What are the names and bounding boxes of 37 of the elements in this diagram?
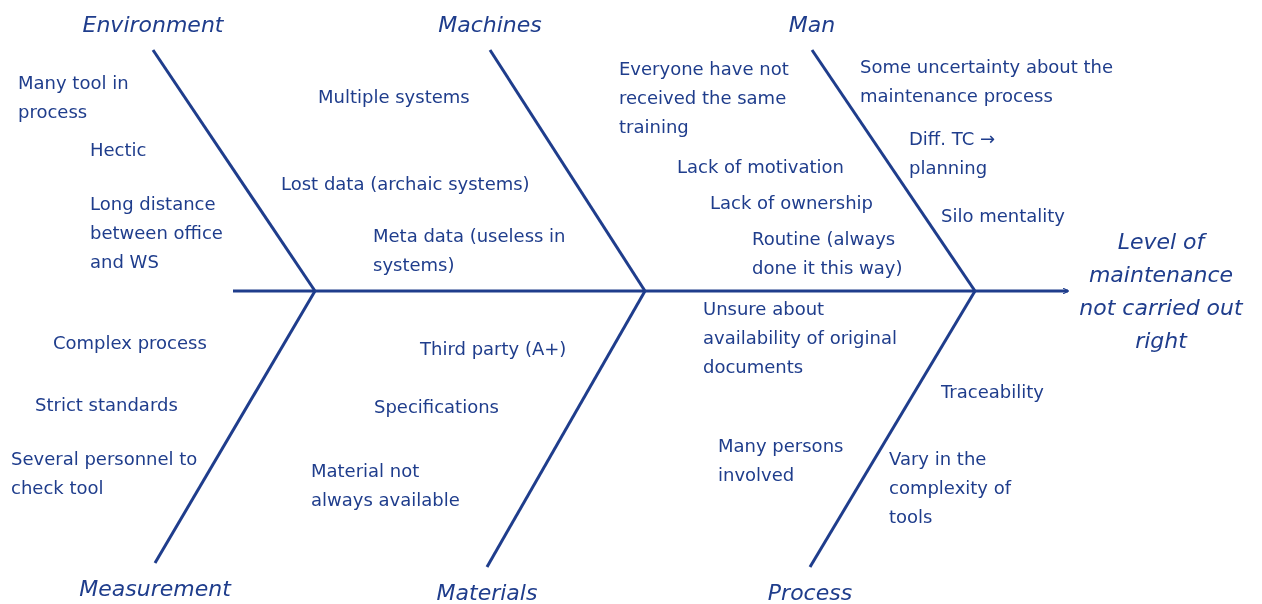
- cause-text: Routine (always done it this way): [752, 227, 904, 280]
- cause-text: Meta data (useless in systems): [373, 224, 567, 277]
- cause-text: Third party (A+): [420, 337, 568, 361]
- cause-text: Traceability: [941, 380, 1045, 404]
- bone-line: [488, 49, 647, 292]
- cause-text: Lack of ownership: [710, 191, 874, 215]
- bone-line: [485, 290, 647, 568]
- spine-arrow: [233, 287, 1070, 295]
- cause-text: Lack of motivation: [677, 155, 845, 179]
- cause-text: Material not always available: [311, 459, 461, 512]
- bone-line: [810, 49, 977, 292]
- cause-text: Several personnel to check tool: [11, 447, 199, 500]
- cause-text: Many tool in process: [18, 71, 130, 124]
- category-label: Environment: [73, 8, 233, 41]
- cause-text: Specifications: [374, 395, 500, 419]
- cause-text: Hectic: [90, 138, 148, 162]
- cause-text: Strict standards: [35, 393, 179, 417]
- category-label: Measurement: [65, 572, 245, 604]
- bone-line: [153, 290, 317, 564]
- cause-text: Many persons involved: [718, 434, 845, 487]
- category-label: Materials: [407, 576, 567, 604]
- category-label: Process: [738, 576, 882, 604]
- category-label: Man: [772, 8, 852, 41]
- cause-text: Diff. TC → planning: [909, 127, 997, 180]
- category-label: Machines: [410, 8, 570, 41]
- bone-line: [808, 290, 977, 568]
- cause-text: Long distance between office and WS: [90, 192, 224, 274]
- cause-text: Multiple systems: [318, 85, 471, 109]
- cause-text: Everyone have not received the same training: [619, 57, 790, 139]
- cause-text: Complex process: [53, 331, 208, 355]
- cause-text: Lost data (archaic systems): [281, 172, 531, 196]
- cause-text: Unsure about availability of original documents: [703, 297, 898, 379]
- bone-line: [151, 49, 317, 292]
- effect-label: Level of maintenance not carried out right: [1072, 225, 1250, 357]
- cause-text: Vary in the complexity of tools: [889, 447, 1013, 529]
- cause-text: Some uncertainty about the maintenance process: [860, 55, 1115, 108]
- cause-text: Silo mentality: [941, 204, 1066, 228]
